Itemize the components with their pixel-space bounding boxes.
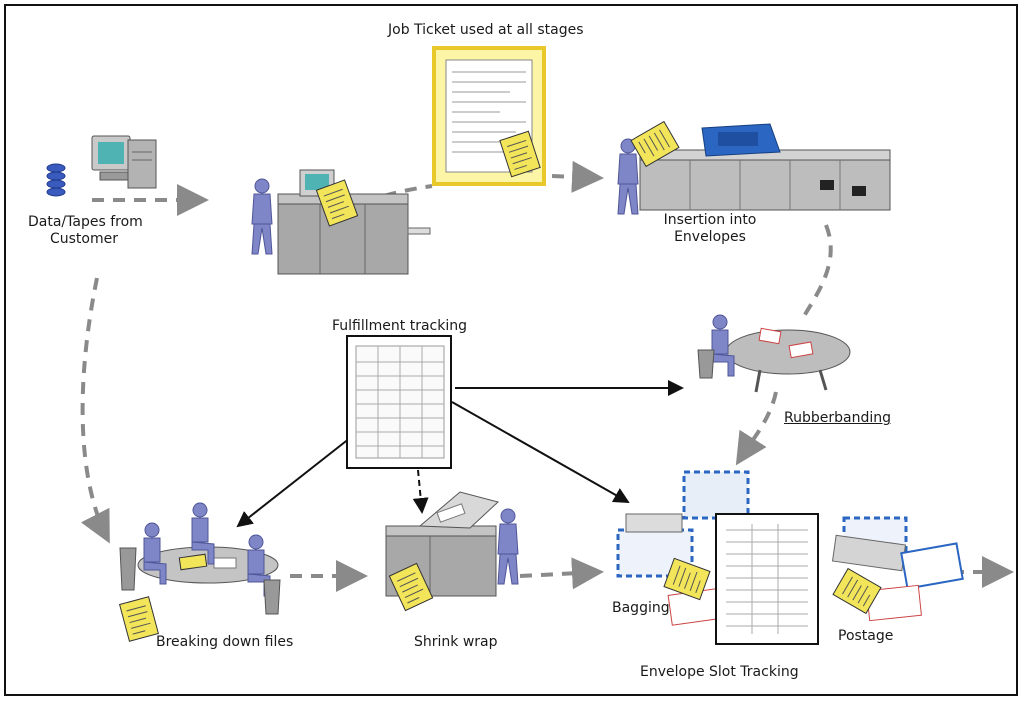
tape-stack-icon bbox=[46, 163, 66, 197]
arrow-shrink-to-bagging bbox=[519, 557, 604, 590]
bagging-label: Bagging bbox=[612, 600, 670, 616]
data-tapes-label-line2: Customer bbox=[49, 231, 118, 247]
data-tapes-label: Data/Tapes from Customer bbox=[28, 214, 143, 248]
postage-label: Postage bbox=[838, 628, 894, 644]
arrow-inserter-to-rubberband bbox=[802, 224, 833, 318]
arrow-fulfill-to-bagging bbox=[451, 401, 630, 503]
shrink-wrap-operator-icon bbox=[497, 508, 519, 585]
insertion-label: Insertion into Envelopes bbox=[650, 212, 770, 246]
arrow-data-to-breaking bbox=[80, 277, 110, 544]
data-tapes-label-line1: Data/Tapes from bbox=[28, 214, 143, 230]
postage-envelopes-icon bbox=[831, 516, 964, 622]
printer-operator-icon bbox=[251, 178, 273, 255]
job-ticket-label: Job Ticket used at all stages bbox=[388, 22, 584, 38]
breaking-down-table-icon bbox=[137, 546, 279, 584]
arrow-rubberband-to-bagging bbox=[735, 391, 778, 466]
inserter-machine-icon bbox=[639, 123, 891, 211]
insertion-label-line1: Insertion into bbox=[663, 212, 757, 228]
shrink-wrap-machine-icon bbox=[385, 491, 500, 597]
rubberbanding-label: Rubberbanding bbox=[784, 410, 891, 426]
envelope-slot-tracking-sheet-icon bbox=[715, 513, 819, 645]
rubberbanding-table-icon bbox=[725, 327, 851, 393]
breaking-ticket-icon bbox=[119, 596, 159, 642]
arrow-ticket-to-inserter bbox=[551, 160, 604, 193]
computer-icon bbox=[91, 135, 157, 189]
printer-icon bbox=[277, 169, 431, 275]
arrow-fulfill-to-breaking bbox=[236, 437, 351, 528]
breaking-down-label: Breaking down files bbox=[156, 634, 294, 650]
envelope-slot-tracking-label: Envelope Slot Tracking bbox=[640, 664, 799, 680]
fulfillment-tracking-label: Fulfillment tracking bbox=[332, 318, 467, 334]
inserter-operator-icon bbox=[617, 138, 639, 215]
insertion-label-line2: Envelopes bbox=[674, 229, 746, 245]
fulfillment-tracking-sheet-icon bbox=[346, 335, 452, 469]
shrink-wrap-label: Shrink wrap bbox=[414, 634, 498, 650]
arrow-fulfill-to-shrink bbox=[412, 469, 429, 514]
rubberbanding-chair-icon bbox=[697, 349, 715, 379]
